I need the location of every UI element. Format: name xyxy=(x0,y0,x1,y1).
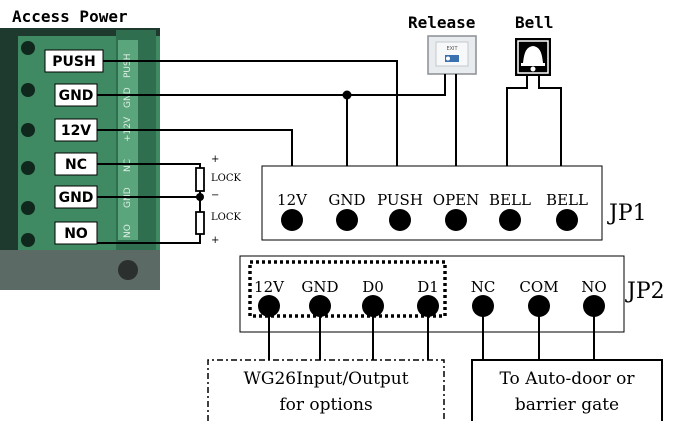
lock-plus-top: + xyxy=(211,154,219,165)
terminal-nc-label: NC xyxy=(65,157,87,173)
terminal-12v-label: 12V xyxy=(61,123,91,139)
jp1-name: JP1 xyxy=(607,201,647,226)
auto-door-note-box: To Auto-door or barrier gate xyxy=(471,359,663,421)
svg-text:PUSH: PUSH xyxy=(123,54,133,79)
jp2-pin-label: D0 xyxy=(362,278,384,296)
jp1-pin xyxy=(389,209,411,231)
lock-label-bottom: LOCK xyxy=(211,212,241,223)
jp1-pin xyxy=(556,209,578,231)
bell-title: Bell xyxy=(515,13,554,32)
svg-text:NC: NC xyxy=(123,159,133,172)
terminal-gnd-label: GND xyxy=(59,88,94,104)
terminal-no-label: NO xyxy=(64,226,88,242)
svg-text:GND: GND xyxy=(123,87,133,108)
jp1-pin xyxy=(499,209,521,231)
terminal-push-label: PUSH xyxy=(52,54,95,70)
jp2-pin-label: COM xyxy=(519,278,558,296)
jp2-header: 12V GND D0 D1 NC COM NO xyxy=(239,255,625,333)
jp2-name: JP2 xyxy=(625,279,665,304)
jp1-pin-label: BELL xyxy=(546,191,588,209)
power-terminal-labels: PUSH GND 12V NC GND NO xyxy=(44,49,104,245)
auto-door-note-line2: barrier gate xyxy=(515,395,619,415)
terminal-gnd2-label: GND xyxy=(59,190,94,206)
jp2-pin-label: D1 xyxy=(417,278,439,296)
jp1-pin-label: 12V xyxy=(277,191,308,209)
lock-labels: + LOCK − LOCK + xyxy=(211,154,241,246)
jp2-pin-label: NC xyxy=(471,278,496,296)
jp2-pin-label: GND xyxy=(301,278,338,296)
jp1-pin-label: OPEN xyxy=(433,191,479,209)
jp1-pin-label: PUSH xyxy=(377,191,423,209)
wiegand-note-box: WG26Input/Output for options xyxy=(207,359,445,421)
access-power-title: Access Power xyxy=(12,7,128,26)
jp2-wires xyxy=(268,306,595,360)
jp2-pin-label: 12V xyxy=(254,278,285,296)
jp1-pin xyxy=(281,209,303,231)
jp2-pin-label: NO xyxy=(581,278,606,296)
jp1-pin xyxy=(336,209,358,231)
auto-door-note-line1: To Auto-door or xyxy=(500,369,636,389)
svg-text:NO: NO xyxy=(123,224,133,238)
lock-label-top: LOCK xyxy=(211,173,241,184)
wiegand-note-line2: for options xyxy=(279,395,372,415)
release-title: Release xyxy=(408,13,475,32)
jp1-header: 12V GND PUSH OPEN BELL BELL xyxy=(261,165,603,241)
bell-icon xyxy=(515,38,551,76)
lock-minus: − xyxy=(211,190,219,201)
jp1-pin-label: BELL xyxy=(489,191,531,209)
jp1-pin xyxy=(445,209,467,231)
jp1-pin-label: GND xyxy=(328,191,365,209)
lock-plus-bottom: + xyxy=(211,235,219,246)
wiegand-note-line1: WG26Input/Output xyxy=(243,369,408,389)
release-button-icon: EXIT xyxy=(427,35,477,75)
svg-text:EXIT: EXIT xyxy=(446,46,458,52)
